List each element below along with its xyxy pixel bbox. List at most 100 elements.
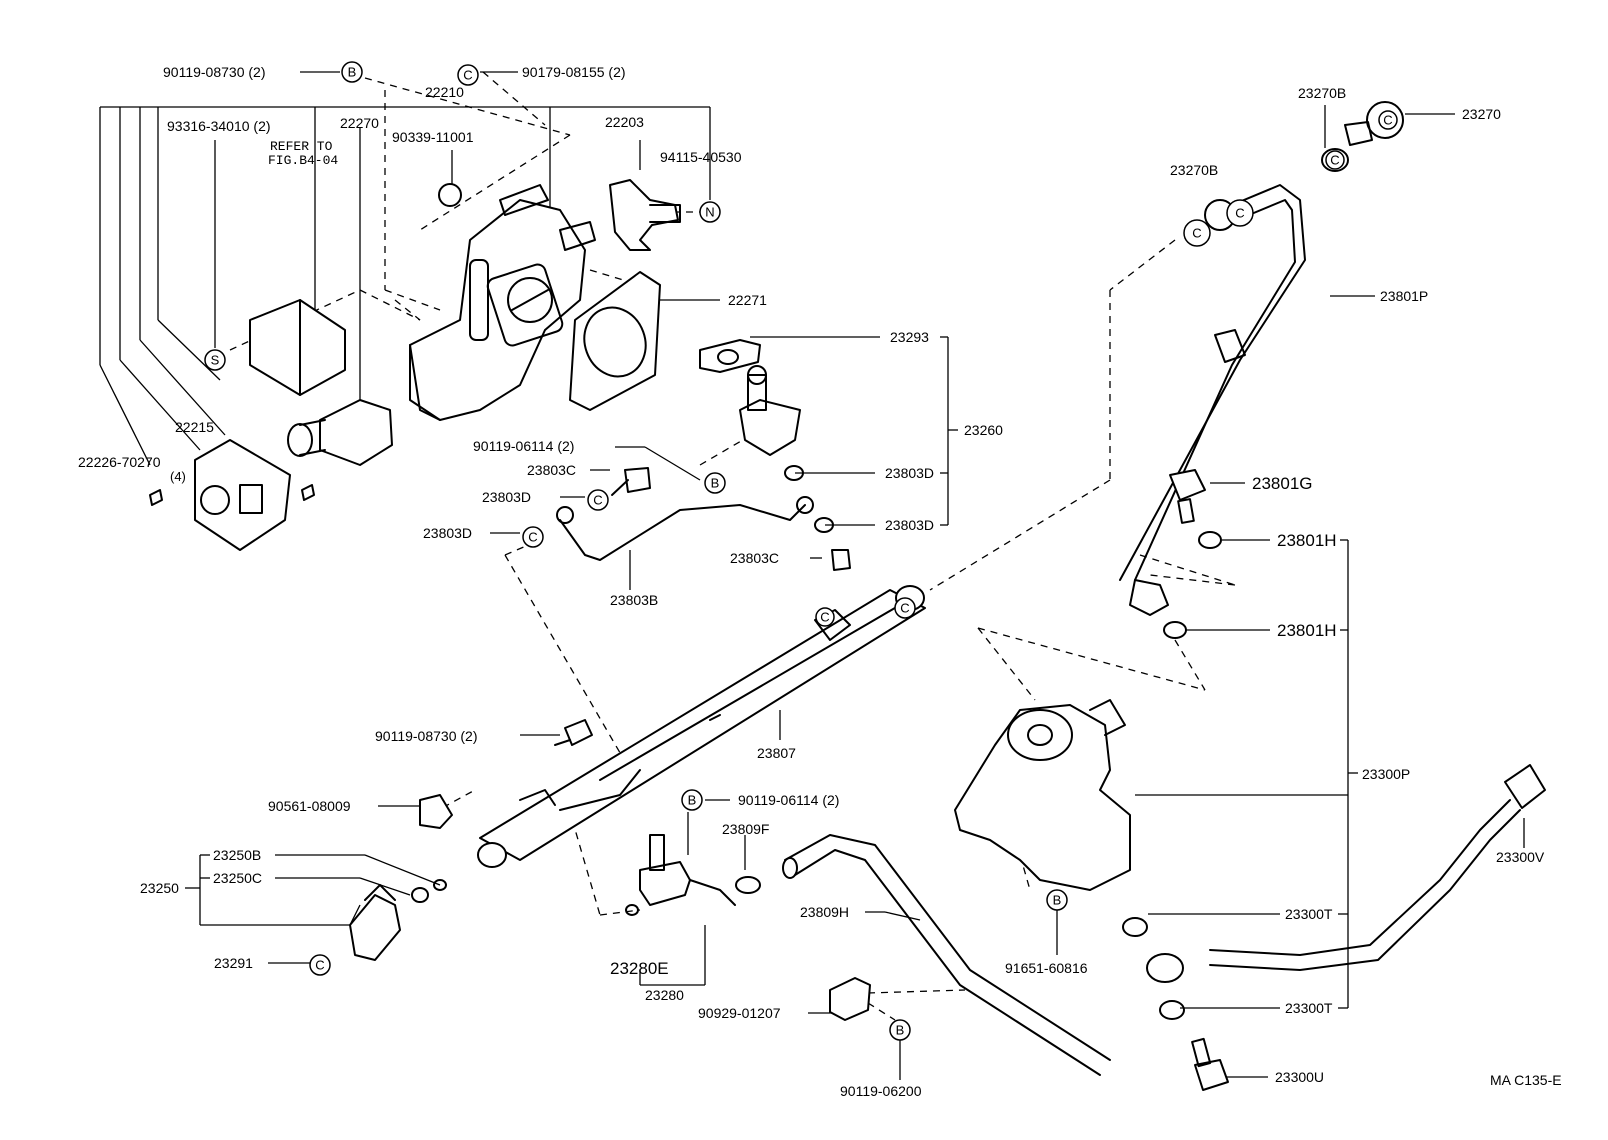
svg-text:B: B: [711, 476, 720, 491]
label-90929-01207: 90929-01207: [698, 1005, 781, 1021]
fuel-tube-23803B: [556, 496, 814, 561]
fuel-pipe-23300V: [1146, 764, 1546, 983]
label-23280E: 23280E: [610, 959, 669, 978]
label-90119-06114-a: 90119-06114 (2): [473, 438, 574, 454]
label-90119-06114-b: 90119-06114 (2): [738, 792, 839, 808]
vsv-90929: [829, 977, 871, 1021]
callout-b-5: B: [889, 1019, 911, 1041]
label-90119-08730-mid: 90119-08730 (2): [375, 728, 477, 744]
svg-text:C: C: [1235, 206, 1244, 221]
fuel-pipe-23801P: [1119, 184, 1306, 616]
label-91651-60816: 91651-60816: [1005, 960, 1088, 976]
sensor-22203: [609, 179, 681, 251]
svg-text:B: B: [896, 1023, 905, 1038]
svg-text:C: C: [1330, 153, 1339, 168]
label-22215: 22215: [175, 419, 214, 435]
callout-c-2: C: [587, 489, 609, 511]
bolts-23803C: [611, 467, 851, 571]
screws: [149, 484, 315, 506]
label-23270B-b: 23270B: [1170, 162, 1218, 178]
grommet-90561: [419, 794, 453, 829]
label-22271: 22271: [728, 292, 767, 308]
label-23300T-a: 23300T: [1285, 906, 1333, 922]
callout-b-3: B: [681, 789, 703, 811]
label-94115-40530: 94115-40530: [660, 149, 742, 165]
label-23803D-a: 23803D: [482, 489, 531, 505]
washers-23801H: [1163, 531, 1222, 639]
injector-23250: [349, 879, 447, 961]
svg-text:C: C: [900, 601, 909, 616]
label-23801P: 23801P: [1380, 288, 1428, 304]
label-23801H-a: 23801H: [1277, 531, 1337, 550]
callout-c-6: C: [1325, 150, 1345, 170]
cold-start-valve: [699, 339, 801, 456]
label-22226-70270: 22226-70270: [78, 454, 161, 470]
callout-c-1: C: [457, 64, 479, 86]
fuel-delivery-pipe-23807: [477, 585, 926, 868]
svg-text:C: C: [1192, 226, 1201, 241]
label-23801G: 23801G: [1252, 474, 1313, 493]
svg-text:C: C: [463, 68, 472, 83]
svg-text:B: B: [1053, 893, 1062, 908]
throttle-body: [409, 183, 596, 421]
label-23291: 23291: [214, 955, 253, 971]
callout-c-8: C: [894, 597, 916, 619]
washers-23803D: [784, 465, 834, 533]
callout-c-3: C: [522, 526, 544, 548]
bolt-23300U: [1191, 1037, 1229, 1091]
label-22226-qty: (4): [170, 469, 186, 484]
label-23250B: 23250B: [213, 847, 261, 863]
hose-23809H: [782, 834, 1111, 1076]
part-labels: 90119-08730 (2) 90179-08155 (2) 22210 93…: [78, 64, 1562, 1099]
svg-text:N: N: [705, 205, 714, 220]
idle-valve-22270: [287, 399, 393, 466]
svg-text:C: C: [593, 493, 602, 508]
label-refer-to: REFER TO: [270, 139, 333, 154]
label-23250: 23250: [140, 880, 179, 896]
callout-c-7: C: [1378, 110, 1398, 130]
pressure-regulator-23280: [625, 834, 736, 916]
callout-s: S: [204, 349, 226, 371]
svg-text:C: C: [820, 610, 829, 625]
label-23300V: 23300V: [1496, 849, 1545, 865]
callout-b-2: B: [704, 472, 726, 494]
plate-22215: [194, 439, 291, 551]
clamp-23809F: [735, 876, 761, 894]
relay-box: [249, 299, 346, 396]
label-22210: 22210: [425, 84, 464, 100]
label-22203: 22203: [605, 114, 644, 130]
label-fig-b4-04: FIG.B4-04: [268, 153, 338, 168]
label-90179-08155: 90179-08155 (2): [522, 64, 626, 80]
label-23801H-b: 23801H: [1277, 621, 1337, 640]
label-23803B: 23803B: [610, 592, 658, 608]
leader-lines: [99, 71, 1525, 1080]
label-23280: 23280: [645, 987, 684, 1003]
svg-text:C: C: [528, 530, 537, 545]
label-23809F: 23809F: [722, 821, 769, 837]
callout-b-1: B: [341, 61, 363, 83]
svg-text:C: C: [1383, 113, 1392, 128]
gasket-22271: [569, 271, 661, 411]
label-90561-08009: 90561-08009: [268, 798, 351, 814]
callout-c-9: C: [815, 607, 835, 627]
bolt-23801G: [1169, 469, 1206, 524]
label-22270: 22270: [340, 115, 379, 131]
svg-text:B: B: [348, 65, 357, 80]
label-93316-34010: 93316-34010 (2): [167, 118, 271, 134]
label-23270B-a: 23270B: [1298, 85, 1346, 101]
svg-text:S: S: [211, 353, 220, 368]
callout-circles: B C S N B C C C C C C C C B B B C: [204, 61, 1398, 1041]
svg-text:B: B: [688, 793, 697, 808]
label-23803C-a: 23803C: [527, 462, 576, 478]
callout-c-10: C: [309, 954, 331, 976]
washers-23300T: [1122, 917, 1185, 1020]
callout-c-4: C: [1183, 219, 1211, 247]
label-23803D-b: 23803D: [885, 465, 934, 481]
label-90339-11001: 90339-11001: [392, 129, 474, 145]
svg-text:C: C: [315, 958, 324, 973]
bolt-90119-08730-mid: [554, 719, 593, 746]
callout-b-4: B: [1046, 889, 1068, 911]
label-23300U: 23300U: [1275, 1069, 1324, 1085]
label-23807: 23807: [757, 745, 796, 761]
